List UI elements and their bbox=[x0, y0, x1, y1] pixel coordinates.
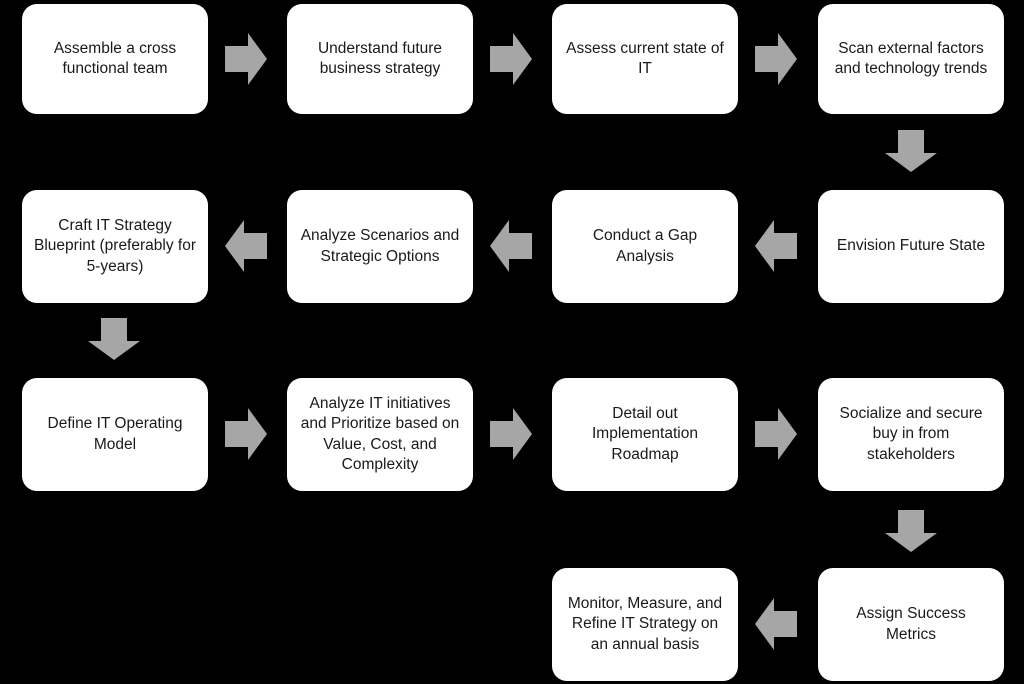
flow-arrow-right-3-4-icon bbox=[755, 33, 797, 85]
flow-arrow-left-6-7-icon bbox=[490, 220, 532, 272]
flow-arrow-down-12-13-icon bbox=[885, 510, 937, 552]
step-gap-analysis: Conduct a Gap Analysis bbox=[552, 190, 738, 303]
step-analyze-scenarios: Analyze Scenarios and Strategic Options bbox=[287, 190, 473, 303]
step-scan-external: Scan external factors and technology tre… bbox=[818, 4, 1004, 114]
flow-arrow-left-7-8-icon bbox=[225, 220, 267, 272]
flow-arrow-right-2-3-icon bbox=[490, 33, 532, 85]
flow-arrow-left-13-14-icon bbox=[755, 598, 797, 650]
flow-arrow-down-8-9-icon bbox=[88, 318, 140, 360]
step-envision-future: Envision Future State bbox=[818, 190, 1004, 303]
step-assign-metrics: Assign Success Metrics bbox=[818, 568, 1004, 681]
flow-arrow-left-5-6-icon bbox=[755, 220, 797, 272]
step-understand-strategy: Understand future business strategy bbox=[287, 4, 473, 114]
step-monitor-refine: Monitor, Measure, and Refine IT Strategy… bbox=[552, 568, 738, 681]
flow-arrow-right-10-11-icon bbox=[490, 408, 532, 460]
step-socialize-buyin: Socialize and secure buy in from stakeho… bbox=[818, 378, 1004, 491]
flow-arrow-right-1-2-icon bbox=[225, 33, 267, 85]
step-implementation-roadmap: Detail out Implementation Roadmap bbox=[552, 378, 738, 491]
flow-arrow-right-11-12-icon bbox=[755, 408, 797, 460]
step-analyze-initiatives: Analyze IT initiatives and Prioritize ba… bbox=[287, 378, 473, 491]
flow-arrow-down-4-5-icon bbox=[885, 130, 937, 172]
step-craft-blueprint: Craft IT Strategy Blueprint (preferably … bbox=[22, 190, 208, 303]
step-operating-model: Define IT Operating Model bbox=[22, 378, 208, 491]
step-assess-current-state: Assess current state of IT bbox=[552, 4, 738, 114]
step-assemble-team: Assemble a cross functional team bbox=[22, 4, 208, 114]
flow-arrow-right-9-10-icon bbox=[225, 408, 267, 460]
